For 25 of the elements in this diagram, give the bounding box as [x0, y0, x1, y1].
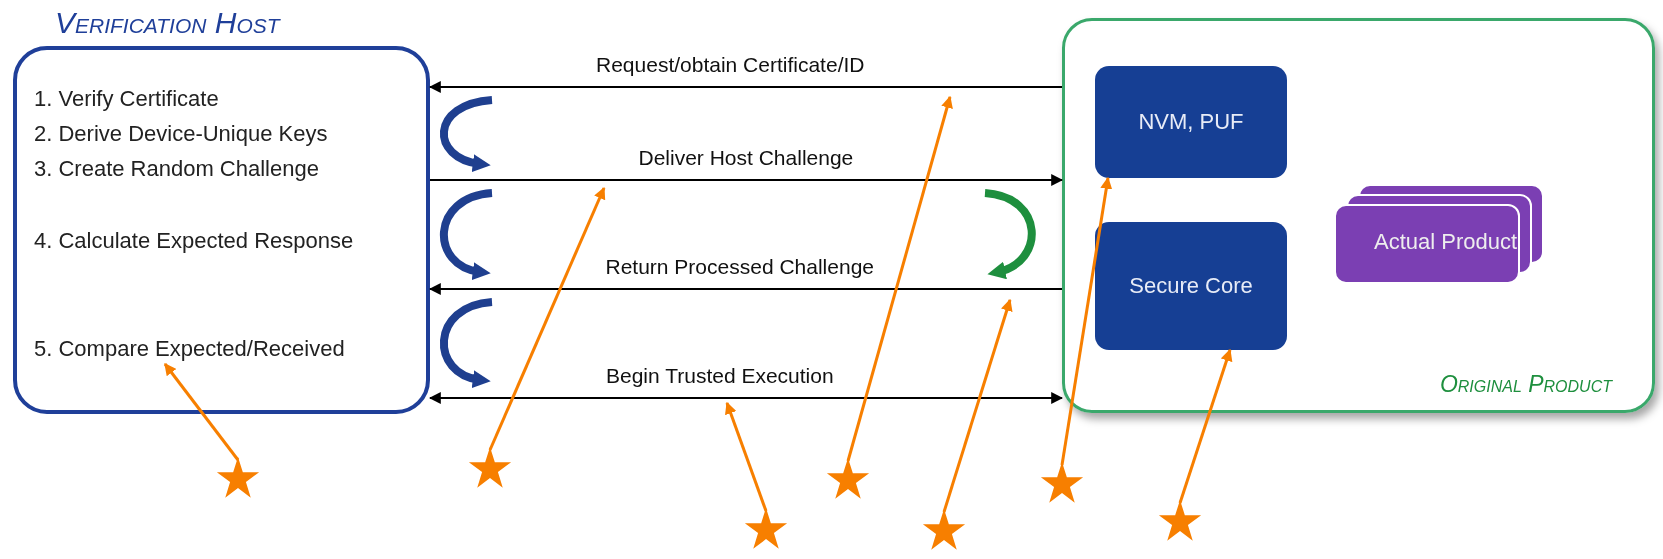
leader-line: [1060, 176, 1113, 466]
leader-line: [1178, 348, 1233, 504]
arrow: [428, 392, 1064, 404]
leader-line: [942, 298, 1013, 513]
product-panel: [1062, 18, 1655, 413]
panel-heading: Original Product: [1439, 371, 1612, 398]
block-label: Secure Core: [1129, 273, 1253, 299]
card-stack: [1334, 184, 1544, 284]
component-block: [1095, 222, 1287, 350]
step-text: 3. Create Random Challenge: [34, 154, 319, 184]
panel-heading: Verification Host: [55, 6, 280, 40]
leader-line: [163, 363, 240, 461]
arrow: [429, 174, 1064, 186]
step-text: 1. Verify Certificate: [34, 84, 219, 114]
block-label: NVM, PUF: [1138, 109, 1244, 135]
leader-line: [846, 95, 953, 462]
component-block: [1095, 66, 1287, 178]
card-label: Actual Product: [1374, 229, 1518, 255]
step-text: 2. Derive Device-Unique Keys: [34, 119, 328, 149]
leader-line: [725, 401, 768, 512]
step-text: 5. Compare Expected/Received: [34, 334, 345, 364]
arrow: [428, 283, 1063, 295]
step-text: 4. Calculate Expected Response: [34, 226, 354, 256]
arrow: [428, 81, 1063, 93]
leader-line: [488, 186, 606, 451]
